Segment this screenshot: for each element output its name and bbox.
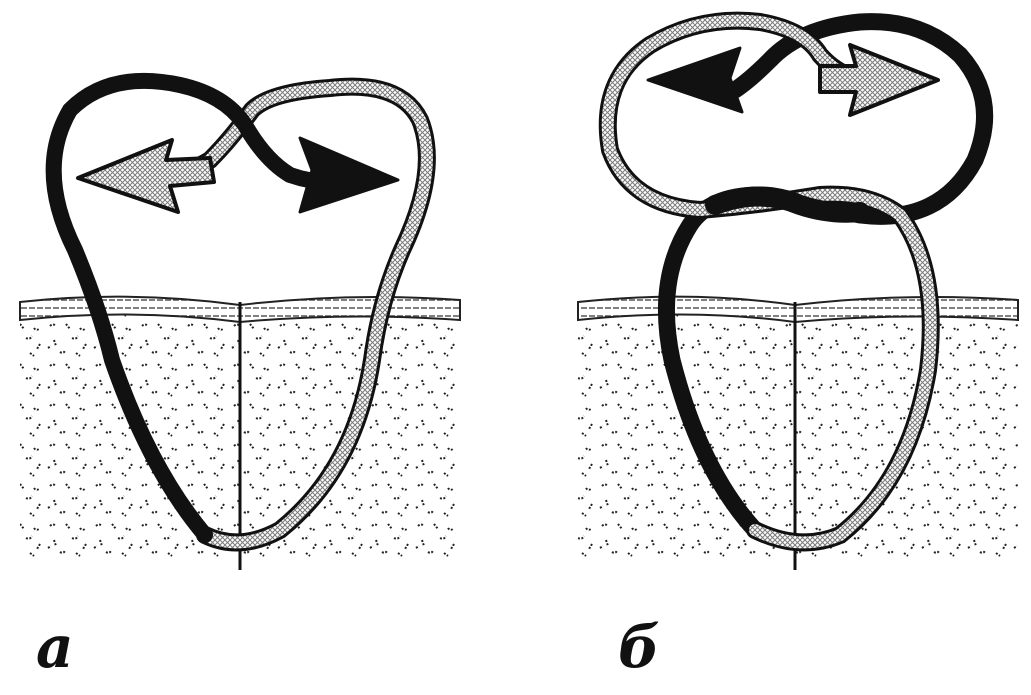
tissue-block-b	[578, 312, 1018, 562]
hatched-arrowhead-a	[78, 140, 214, 212]
dark-arrowhead-a	[300, 138, 398, 212]
panel-label-b: б	[618, 618, 660, 676]
panel-label-a: а	[36, 618, 74, 676]
panel-b	[578, 21, 1018, 570]
dark-arrowhead-b	[648, 48, 742, 112]
panel-a	[20, 81, 460, 570]
hatched-arrowhead-b	[820, 45, 938, 115]
